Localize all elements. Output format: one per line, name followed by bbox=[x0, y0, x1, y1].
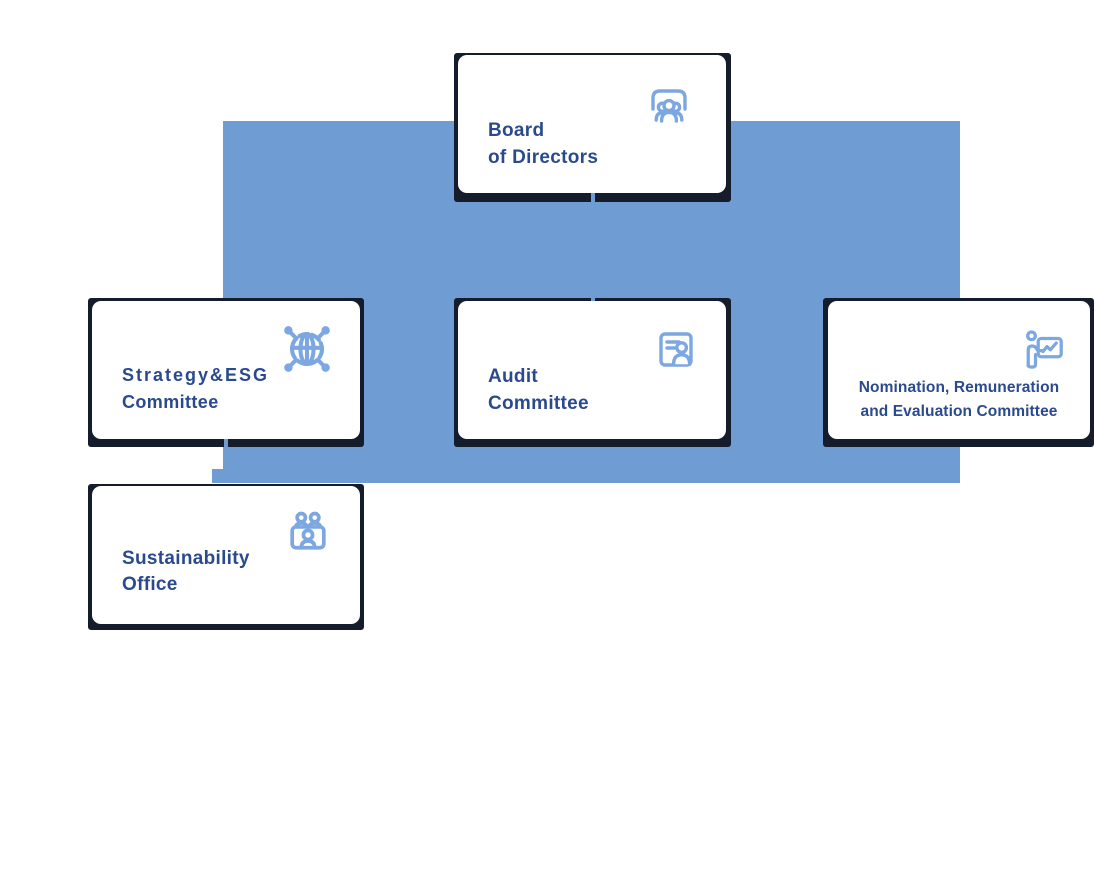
audit-card: Audit Committee bbox=[458, 301, 726, 439]
node-sustainability-office: Sustainability Office bbox=[88, 484, 364, 630]
connector-band-step bbox=[212, 469, 224, 483]
board-label: Board of Directors bbox=[488, 117, 598, 171]
board-members-icon bbox=[645, 82, 693, 130]
audit-label-line2: Committee bbox=[488, 393, 589, 414]
node-strategy-esg-committee: Strategy&ESG Committee bbox=[88, 298, 364, 447]
connector-to-sustainability bbox=[224, 439, 228, 448]
globe-network-icon bbox=[278, 320, 336, 378]
sustainability-label-line1: Sustainability bbox=[122, 548, 250, 569]
strategy-label: Strategy&ESG Committee bbox=[122, 362, 269, 416]
sustainability-card: Sustainability Office bbox=[92, 486, 360, 624]
presentation-chart-icon bbox=[1020, 327, 1066, 373]
strategy-label-line2: Committee bbox=[122, 392, 219, 412]
board-label-line1: Board bbox=[488, 120, 545, 141]
node-audit-committee: Audit Committee bbox=[454, 298, 731, 447]
nomination-label: Nomination, Remuneration and Evaluation … bbox=[828, 376, 1090, 424]
audit-label: Audit Committee bbox=[488, 363, 589, 417]
connector-board-to-audit bbox=[591, 193, 595, 301]
node-board-of-directors: Board of Directors bbox=[454, 53, 731, 202]
document-person-icon bbox=[652, 324, 700, 374]
sustainability-label: Sustainability Office bbox=[122, 546, 250, 598]
board-card: Board of Directors bbox=[458, 55, 726, 193]
board-label-line2: of Directors bbox=[488, 147, 599, 168]
nomination-card: Nomination, Remuneration and Evaluation … bbox=[828, 301, 1090, 439]
nomination-label-line2: and Evaluation Committee bbox=[860, 403, 1058, 420]
node-nomination-committee: Nomination, Remuneration and Evaluation … bbox=[823, 298, 1094, 447]
strategy-card: Strategy&ESG Committee bbox=[92, 301, 360, 439]
meeting-desk-icon bbox=[282, 507, 334, 559]
sustainability-label-line2: Office bbox=[122, 574, 178, 595]
audit-label-line1: Audit bbox=[488, 366, 539, 387]
nomination-label-line1: Nomination, Remuneration bbox=[858, 379, 1060, 396]
strategy-label-line1: Strategy&ESG bbox=[122, 365, 270, 385]
